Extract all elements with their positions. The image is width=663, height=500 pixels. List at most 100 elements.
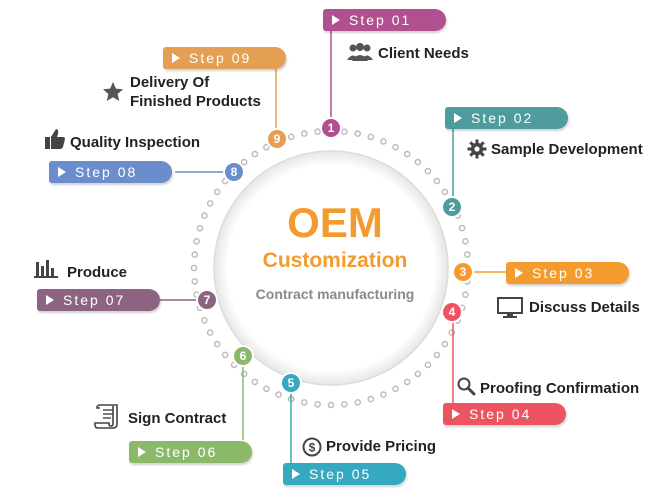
ring-dot (392, 385, 399, 393)
dollar-coin-icon: $ (302, 437, 322, 457)
ring-dot (263, 143, 270, 151)
step-8-label: Quality Inspection (70, 134, 201, 151)
step-7-tag: Step 07 (37, 289, 160, 311)
step-6-number: 6 (234, 347, 252, 365)
step-2-number: 2 (443, 198, 461, 216)
ring-dot (213, 188, 221, 196)
step-5-number: 5 (282, 374, 300, 392)
center-caption: Contract manufacturing (255, 286, 415, 302)
step-1-tag: Step 01 (323, 9, 446, 31)
ring-dot (462, 291, 469, 299)
ring-dot (201, 317, 208, 324)
ring-dot (341, 128, 348, 135)
center-circle (213, 150, 449, 386)
bar-chart-icon (34, 260, 58, 278)
ring-dot (414, 370, 422, 378)
ring-dot (433, 351, 441, 359)
ring-dot (193, 237, 200, 245)
ring-dot (300, 130, 308, 137)
ring-dot (221, 351, 229, 359)
ring-dot (221, 177, 229, 185)
ring-dot (196, 224, 204, 232)
step-3-tag: Step 03 (506, 262, 629, 284)
step-5-tag: Step 05 (283, 463, 406, 485)
ring-dot (240, 158, 248, 166)
step-3-label: Discuss Details (529, 299, 640, 316)
ring-dot (367, 395, 375, 403)
ring-dot (441, 340, 449, 348)
ring-dot (206, 329, 214, 336)
play-arrow-icon (452, 409, 460, 419)
step-9-label-line2: Finished Products (130, 93, 261, 110)
star-icon (103, 82, 123, 101)
ring-dot (354, 399, 362, 406)
step-6-tag: Step 06 (129, 441, 252, 463)
play-arrow-icon (292, 469, 300, 479)
ring-dot (367, 133, 375, 141)
step-7-number: 7 (198, 291, 216, 309)
play-arrow-icon (138, 447, 146, 457)
step-5-label: Provide Pricing (326, 438, 437, 455)
play-arrow-icon (332, 15, 340, 25)
ring-dot (380, 391, 387, 398)
step-8-number: 8 (225, 163, 243, 181)
step-4-tag: Step 04 (443, 403, 566, 425)
step-2-tag: Step 02 (445, 107, 568, 129)
step-9-number: 9 (268, 130, 286, 148)
play-arrow-icon (46, 295, 54, 305)
ring-dot (191, 251, 198, 258)
ring-dot (458, 224, 466, 232)
scroll-icon (94, 404, 118, 429)
ring-dot (424, 361, 432, 369)
gear-icon (467, 139, 487, 159)
ring-dot (287, 133, 295, 141)
ring-dot (251, 150, 259, 158)
play-arrow-icon (515, 268, 523, 278)
ring-dot (462, 237, 469, 245)
magnifier-icon (457, 377, 476, 396)
monitor-icon (497, 297, 523, 318)
ring-dot (414, 158, 422, 166)
step-7-label: Produce (67, 264, 128, 281)
play-arrow-icon (58, 167, 66, 177)
ring-dot (424, 167, 432, 175)
center-title: OEM (287, 199, 383, 246)
ring-dot (441, 188, 449, 196)
svg-text:$: $ (309, 441, 316, 455)
ring-dot (392, 143, 399, 151)
ring-dot (403, 150, 411, 158)
step-8-tag: Step 08 (49, 161, 172, 183)
ring-dot (275, 391, 282, 398)
step-1-number: 1 (322, 119, 340, 137)
thumbs-up-icon (45, 129, 65, 149)
ring-dot (327, 401, 335, 409)
ring-dot (403, 378, 411, 386)
ring-dot (201, 212, 208, 219)
ring-dot (300, 399, 308, 406)
ring-dot (380, 138, 387, 145)
ring-dot (251, 378, 259, 386)
step-4-number: 4 (443, 303, 461, 321)
ring-dot (314, 128, 321, 135)
ring-dot (354, 130, 362, 137)
play-arrow-icon (172, 53, 180, 63)
step-1-label: Client Needs (378, 45, 469, 62)
step-6-label: Sign Contract (128, 410, 227, 427)
people-icon (347, 43, 373, 61)
ring-dot (190, 264, 198, 272)
ring-dot (206, 200, 214, 207)
ring-dot (314, 400, 321, 408)
step-9-tag: Step 09 (163, 47, 286, 69)
step-4-label: Proofing Confirmation (480, 380, 640, 397)
play-arrow-icon (454, 113, 462, 123)
ring-dot (463, 251, 471, 258)
step-2-label: Sample Development (491, 141, 643, 158)
ring-dot (191, 278, 198, 285)
ring-dot (263, 385, 270, 393)
step-3-number: 3 (454, 263, 472, 281)
ring-dot (213, 340, 221, 348)
ring-dot (433, 177, 441, 185)
ring-dot (341, 400, 348, 408)
step-9-label-line1: Delivery Of (130, 74, 210, 91)
ring-dot (230, 361, 238, 369)
